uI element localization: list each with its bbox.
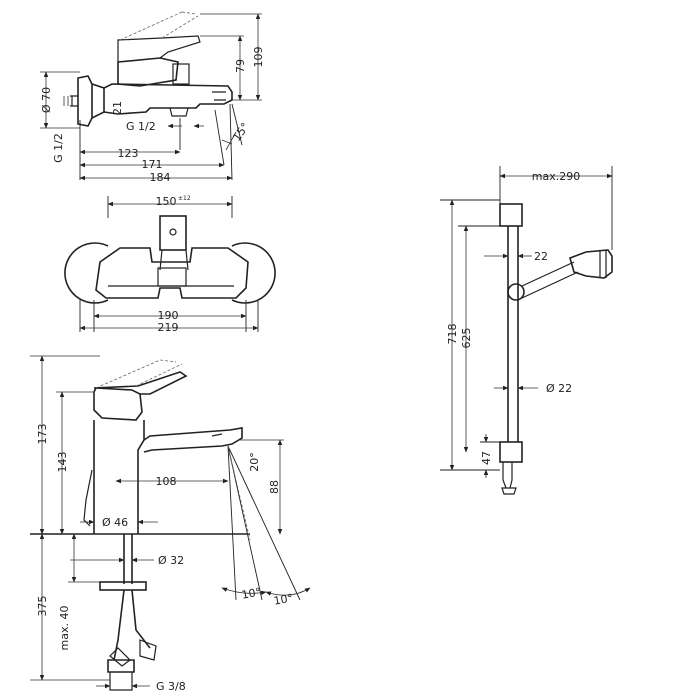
dim-219: 219 xyxy=(158,321,179,334)
dim-718: 718 xyxy=(446,324,459,345)
dim-88: 88 xyxy=(268,480,281,494)
bath-mixer-top-view: 150 ±12 190 219 xyxy=(64,195,276,334)
dim-max-290: max.290 xyxy=(532,170,580,183)
dim-173: 173 xyxy=(36,424,49,445)
dim-109: 109 xyxy=(252,47,265,68)
dim-max-40: max. 40 xyxy=(58,606,71,651)
dim-108: 108 xyxy=(156,475,177,488)
dim-47: 47 xyxy=(480,451,493,465)
dim-angle-10-a: 10° xyxy=(241,585,262,601)
dim-g12-thread-left: G 1/2 xyxy=(52,133,65,163)
dim-375: 375 xyxy=(36,596,49,617)
dim-625: 625 xyxy=(460,328,473,349)
basin-mixer-view: 173 143 108 88 20° 10° 10° Ø 46 Ø 32 xyxy=(30,355,311,693)
dim-79: 79 xyxy=(234,59,247,73)
dim-123: 123 xyxy=(118,147,139,160)
dim-184: 184 xyxy=(150,171,171,184)
dim-150: 150 xyxy=(156,195,177,208)
dim-diameter-32: Ø 32 xyxy=(158,554,184,567)
dim-diameter-70: Ø 70 xyxy=(40,87,53,113)
dim-diameter-22: Ø 22 xyxy=(546,382,572,395)
dim-diameter-46: Ø 46 xyxy=(102,516,128,529)
shower-rail-view: max.290 718 625 22 Ø 22 47 xyxy=(440,166,613,495)
dim-g12-thread-bottom: G 1/2 xyxy=(126,120,156,133)
dim-143: 143 xyxy=(56,452,69,473)
dim-angle-10-b: 10° xyxy=(273,591,294,607)
dim-21: 21 xyxy=(111,101,124,115)
bath-mixer-side-view: 109 79 Ø 70 G 1/2 21 G 1/2 15° 123 171 1… xyxy=(40,11,265,184)
dim-171: 171 xyxy=(142,158,163,171)
dim-angle-20: 20° xyxy=(248,452,261,472)
dim-angle-15: 15° xyxy=(230,120,252,143)
dim-190: 190 xyxy=(158,309,179,322)
dim-150-tolerance: ±12 xyxy=(178,195,191,202)
dim-g38-thread: G 3/8 xyxy=(156,680,186,693)
dim-22: 22 xyxy=(534,250,548,263)
